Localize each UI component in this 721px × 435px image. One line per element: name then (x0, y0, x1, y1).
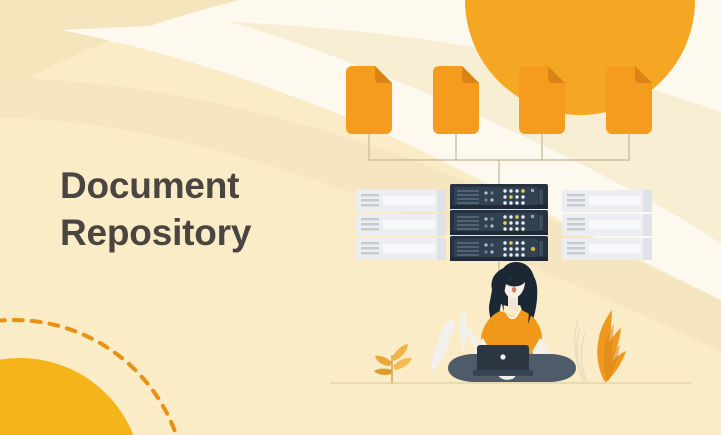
plant-left-small (374, 344, 412, 383)
server-side-right-3 (562, 238, 652, 260)
server-stack (450, 184, 548, 261)
bottom-left-dashed-arc (0, 318, 179, 435)
title-line-1: Document (60, 165, 240, 206)
server-side-right-1 (562, 190, 652, 212)
top-left-cream-band (0, 0, 240, 96)
server-side-units-right (562, 190, 652, 260)
flame-foliage-shade (603, 324, 620, 382)
title-line-2: Repository (60, 212, 252, 254)
hair-front (499, 262, 536, 324)
server-side-left-1 (356, 190, 446, 212)
server-unit-2 (450, 210, 548, 235)
server-side-left-2 (356, 214, 446, 236)
plant-right-flame (573, 310, 626, 382)
document-icon-2 (433, 66, 479, 134)
server-unit-1 (450, 184, 548, 209)
document-icon-1 (346, 66, 392, 134)
top-orange-arc-body (480, 0, 680, 48)
page-title: Document Repository (60, 162, 350, 257)
document-icon-3 (519, 66, 565, 134)
server-side-left-3 (356, 238, 446, 260)
server-unit-3 (450, 236, 548, 261)
document-icon-4 (606, 66, 652, 134)
person-with-laptop (448, 262, 576, 382)
server-side-units-left (356, 190, 446, 260)
bottom-left-orange-quarter (0, 358, 134, 435)
server-side-right-2 (562, 214, 652, 236)
document-icons (346, 66, 652, 134)
laptop (473, 345, 533, 376)
cream-diagonal-band (0, 78, 721, 352)
